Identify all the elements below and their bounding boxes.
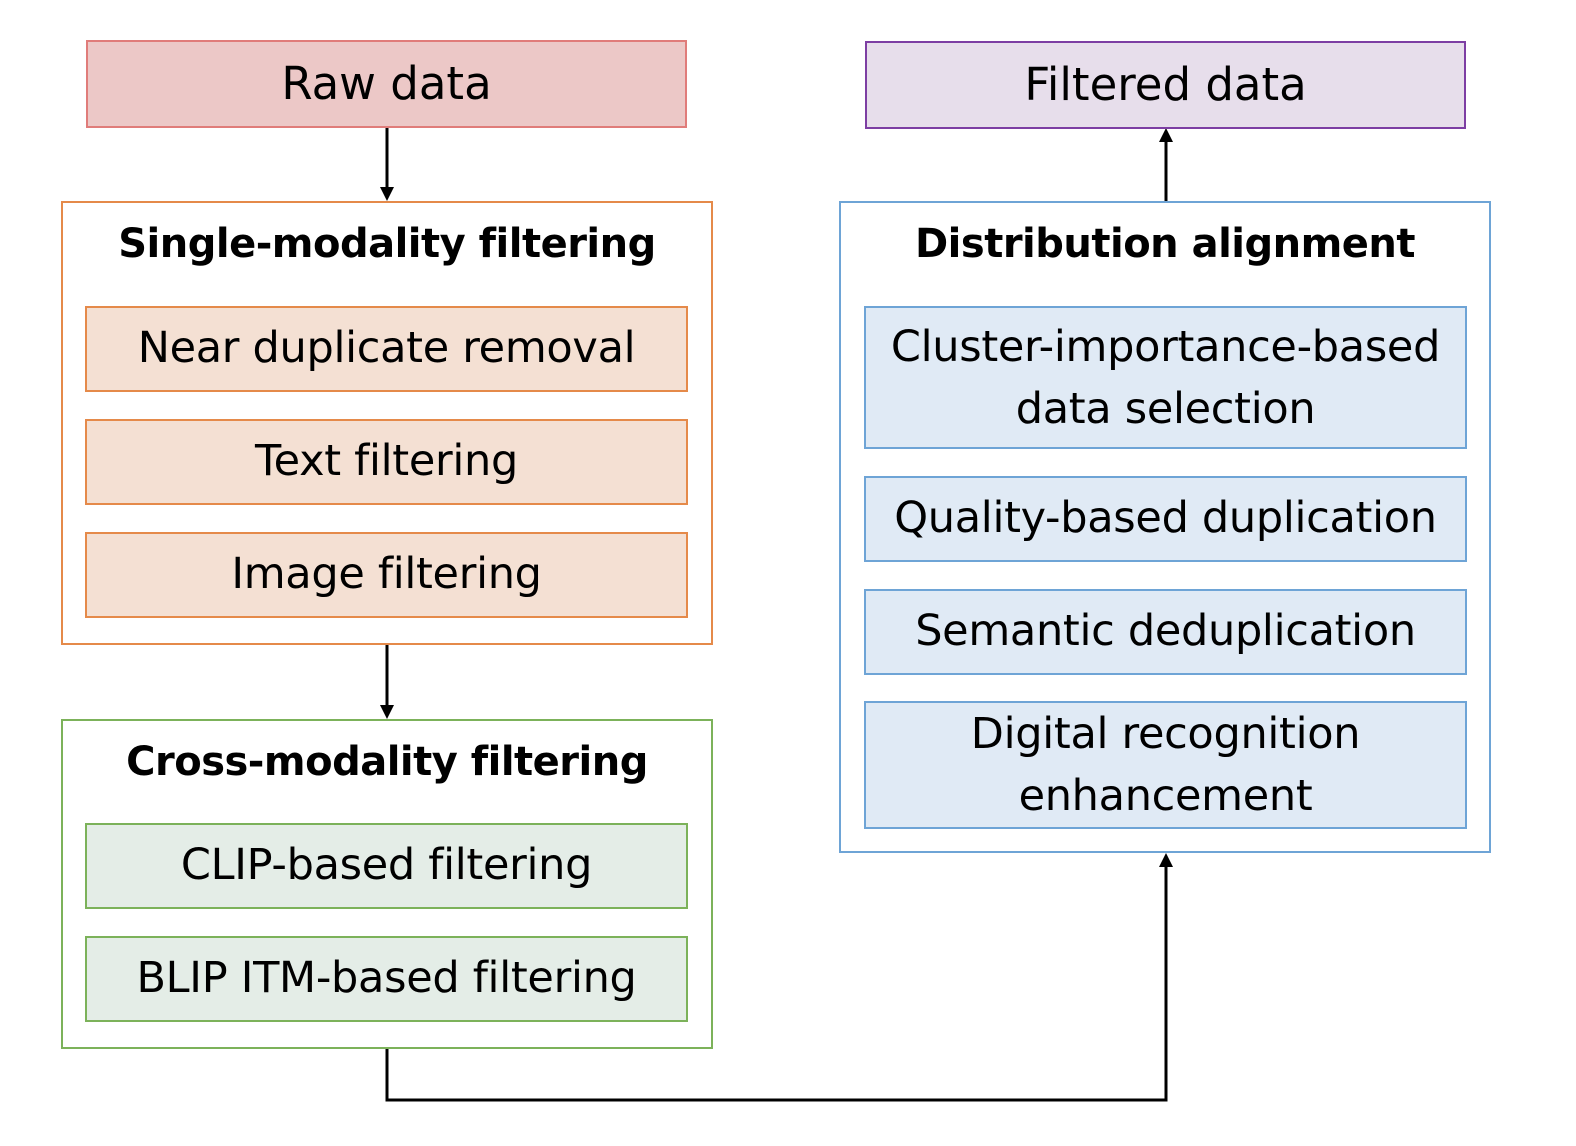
image-filtering-box: Image filtering xyxy=(85,532,688,618)
filtered-data-label: Filtered data xyxy=(1024,57,1307,111)
cross-modality-title: Cross-modality filtering xyxy=(126,739,648,785)
distribution-alignment-title: Distribution alignment xyxy=(914,221,1416,267)
clip-based-filtering-label: CLIP-based filtering xyxy=(180,840,593,891)
arrow-single-to-cross xyxy=(380,645,394,719)
near-duplicate-removal-box: Near duplicate removal xyxy=(85,306,688,392)
cluster-importance-box: Cluster-importance-based data selection xyxy=(864,306,1467,449)
digital-recognition-label-line1: Digital recognition xyxy=(970,709,1361,759)
text-filtering-label: Text filtering xyxy=(255,436,518,487)
arrow-distribution-to-filtered xyxy=(1159,128,1173,201)
cluster-importance-label-line1: Cluster-importance-based xyxy=(890,321,1441,372)
near-duplicate-removal-label: Near duplicate removal xyxy=(137,323,636,374)
raw-data-node: Raw data xyxy=(86,40,687,128)
image-filtering-label: Image filtering xyxy=(231,549,542,600)
digital-recognition-box: Digital recognition enhancement xyxy=(864,701,1467,829)
blip-itm-filtering-label: BLIP ITM-based filtering xyxy=(136,953,637,1004)
cluster-importance-label-line2: data selection xyxy=(1015,383,1316,434)
digital-recognition-label-line2: enhancement xyxy=(1018,771,1313,821)
arrow-raw-to-single xyxy=(380,127,394,201)
clip-based-filtering-box: CLIP-based filtering xyxy=(85,823,688,909)
raw-data-label: Raw data xyxy=(281,56,492,110)
single-modality-title: Single-modality filtering xyxy=(118,221,656,267)
blip-itm-filtering-box: BLIP ITM-based filtering xyxy=(85,936,688,1022)
text-filtering-box: Text filtering xyxy=(85,419,688,505)
quality-based-duplication-label: Quality-based duplication xyxy=(894,493,1437,544)
semantic-deduplication-box: Semantic deduplication xyxy=(864,589,1467,675)
filtered-data-node: Filtered data xyxy=(865,41,1466,129)
quality-based-duplication-box: Quality-based duplication xyxy=(864,476,1467,562)
semantic-deduplication-label: Semantic deduplication xyxy=(915,606,1416,657)
